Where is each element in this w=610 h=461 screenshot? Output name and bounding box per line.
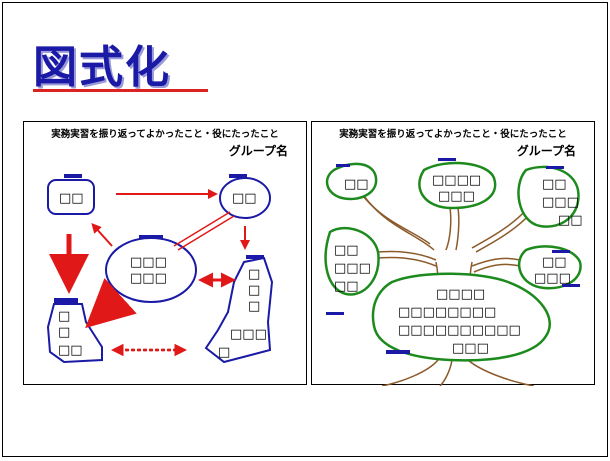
branch [473, 263, 521, 273]
marker-bar [64, 174, 82, 178]
marker-bar [546, 166, 564, 169]
marker-bar [386, 350, 410, 354]
leaf-4-text-3: □□ [334, 279, 359, 294]
blob-bottom-right-text-1: □ [248, 267, 260, 282]
trunk-cluster-text-4: □□□ [452, 341, 489, 356]
marker-bar [326, 312, 344, 315]
leaf-3 [517, 165, 580, 228]
leaf-2-text-2: □□□ [438, 189, 475, 204]
branch [475, 211, 533, 253]
circle-top-right-text: □□ [232, 191, 257, 206]
root [381, 359, 439, 386]
branch [377, 256, 437, 267]
blob-bottom-right-text-5: □ [218, 345, 230, 360]
right-panel-heading: 実務実習を振り返ってよかったこと・役にたったこと [339, 129, 567, 140]
arrow-center-to-bottomleft [85, 278, 137, 329]
box-top-left [47, 179, 95, 215]
leaf-5-text-2: □□□ [534, 271, 571, 286]
leaf-2-text-1: □□□□ [432, 173, 481, 188]
blob-bottom-left-text-2: □ [58, 325, 70, 340]
left-diagram-panel: 実務実習を振り返ってよかったこと・役にたったこと グループ名 [23, 121, 307, 385]
box-top-left-text: □□ [59, 191, 84, 206]
root [467, 359, 535, 386]
blob-bottom-right [204, 256, 274, 364]
leaf-5 [517, 245, 582, 290]
left-diagram-canvas: □□ □□ □□□ □□□ □ □ □□ □ □ □ □□□ □ [46, 174, 274, 364]
branch [471, 207, 529, 249]
blob-bottom-left-text-1: □ [58, 309, 70, 324]
leaf-trunk-cluster [371, 272, 551, 362]
right-diagram-panel: 実務実習を振り返ってよかったこと・役にたったこと グループ名 [311, 121, 595, 386]
marker-bar [562, 284, 580, 287]
marker-bar [438, 158, 456, 161]
marker-bar [552, 250, 570, 253]
blob-bottom-right-text-4: □□□ [230, 327, 267, 342]
marker-bar [54, 298, 78, 303]
link-center-topright-a [173, 211, 231, 247]
trunk-cluster-text-3: □□□□□□□□□□ [398, 323, 521, 338]
leaf-3-text-2: □□□ [542, 195, 579, 210]
blob-bottom-left [46, 303, 103, 364]
root [439, 359, 453, 386]
leaf-4-text-2: □□□ [334, 261, 371, 276]
marker-bar [336, 164, 350, 167]
branch [455, 207, 460, 251]
arrow-center-to-topleft [91, 223, 113, 247]
marker-bar [229, 174, 247, 178]
left-panel-heading: 実務実習を振り返ってよかったこと・役にたったこと [51, 129, 279, 140]
marker-bar [246, 255, 264, 259]
leaf-4 [324, 226, 380, 296]
leaf-1-text: □□ [344, 177, 369, 192]
slide-title: 図式化 [33, 42, 171, 93]
link-center-topright-b [177, 215, 235, 251]
right-tree-canvas: □□ □□□□ □□□ □□ □□□ □□ □□ □□□ □□ □□ □□□ □… [324, 158, 583, 386]
branch [359, 191, 431, 245]
circle-top-right [219, 177, 271, 219]
trunk-cluster-text-1: □□□□ [436, 287, 485, 302]
leaf-2 [418, 161, 497, 210]
tree-branches [359, 191, 535, 386]
left-panel-group-label: グループ名 [228, 144, 288, 158]
trunk-cluster-text-2: □□□□□□□□ [398, 305, 496, 320]
blob-bottom-right-text-2: □ [248, 283, 260, 298]
blob-bottom-left-text-3: □□ [58, 343, 83, 358]
ellipse-center-text-1: □□□ [130, 255, 167, 270]
leaf-3-text-3: □□ [558, 213, 583, 228]
right-panel-group-label: グループ名 [516, 144, 576, 158]
branch [471, 257, 521, 267]
leaf-1 [325, 162, 378, 201]
ellipse-center-text-2: □□□ [130, 271, 167, 286]
branch [445, 207, 452, 251]
leaf-3-text-1: □□ [542, 177, 567, 192]
branch [363, 195, 435, 251]
blob-bottom-right-text-3: □ [248, 299, 260, 314]
title-underline [33, 89, 208, 92]
leaf-4-text-1: □□ [334, 243, 359, 258]
branch [377, 250, 437, 261]
leaf-5-text-1: □□ [542, 255, 567, 270]
